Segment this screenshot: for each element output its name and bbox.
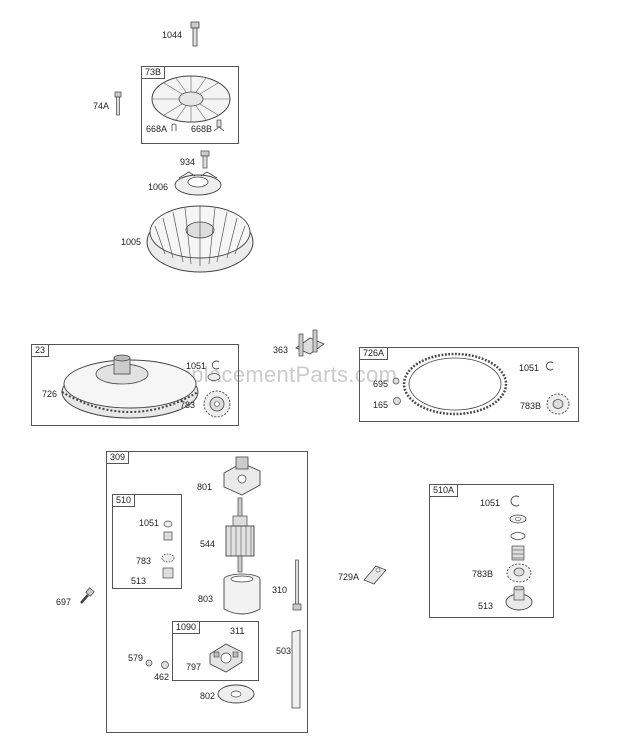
part-label-726: 726 xyxy=(42,389,58,399)
kit-box-73b: 73B xyxy=(141,66,239,144)
part-label-697: 697 xyxy=(56,597,72,607)
pinion-gear-783b-510a-drawing xyxy=(506,563,532,583)
nut-165-drawing xyxy=(393,397,401,405)
kit-tag-726a: 726A xyxy=(360,348,389,360)
part-label-513-box510a: 513 xyxy=(478,601,494,611)
stud-bracket-363-drawing xyxy=(295,329,325,357)
part-label-74a: 74A xyxy=(93,101,110,111)
washer-579-drawing xyxy=(145,659,153,667)
kit-box-726a: 726A xyxy=(359,347,579,422)
fan-retainer-drawing xyxy=(174,171,222,196)
part-label-783b-box510a: 783B xyxy=(472,569,494,579)
flywheel-726-drawing xyxy=(61,354,199,419)
strap-503-drawing xyxy=(291,629,301,709)
pinion-gear-783-drawing xyxy=(203,390,231,418)
part-label-1044: 1044 xyxy=(162,30,183,40)
part-label-797: 797 xyxy=(186,662,202,672)
kit-box-510: 510 xyxy=(112,494,182,589)
kit-tag-510a: 510A xyxy=(430,485,459,497)
part-label-729a: 729A xyxy=(338,572,360,582)
ring-gear-726a-drawing xyxy=(402,352,508,416)
spring-washer-drawing xyxy=(207,373,221,381)
part-label-802: 802 xyxy=(200,691,216,701)
part-label-311: 311 xyxy=(230,626,245,636)
part-label-513-box510: 513 xyxy=(131,576,147,586)
clip-668a-drawing xyxy=(171,123,177,131)
retaining-ring-drawing xyxy=(211,360,220,370)
part-label-783b-box726a: 783B xyxy=(520,401,542,411)
end-cap-802-drawing xyxy=(217,684,255,704)
part-label-579: 579 xyxy=(128,653,144,663)
part-label-165: 165 xyxy=(373,400,389,410)
part-label-668a: 668A xyxy=(146,124,168,134)
part-label-1051-box23: 1051 xyxy=(186,361,207,371)
part-label-934: 934 xyxy=(180,157,196,167)
kit-tag-23: 23 xyxy=(32,345,50,357)
part-label-695: 695 xyxy=(373,379,389,389)
part-label-783-box510: 783 xyxy=(136,556,152,566)
pinion-gear-783b-drawing xyxy=(546,393,570,415)
kit-box-1090: 1090 xyxy=(172,621,259,681)
drive-assembly-510-drawing xyxy=(161,520,175,579)
part-label-503: 503 xyxy=(276,646,292,656)
kit-tag-510: 510 xyxy=(113,495,136,507)
part-label-803: 803 xyxy=(198,594,214,604)
screw-697-drawing xyxy=(80,587,95,604)
kit-box-23: 23 xyxy=(31,344,239,426)
drive-assembly-510a-drawing xyxy=(509,514,527,561)
rotating-screen-drawing xyxy=(151,75,231,123)
part-label-1051-box726a: 1051 xyxy=(519,363,540,373)
part-label-1006: 1006 xyxy=(148,182,169,192)
nut-462-drawing xyxy=(161,661,169,669)
part-label-1051-box510: 1051 xyxy=(139,518,160,528)
part-label-544: 544 xyxy=(200,539,216,549)
brush-plate-1090-drawing xyxy=(209,643,243,673)
housing-803-drawing xyxy=(223,573,261,615)
clutch-513-drawing xyxy=(505,585,533,611)
part-label-668b: 668B xyxy=(191,124,213,134)
kit-tag-309: 309 xyxy=(107,452,130,464)
armature-544-drawing xyxy=(225,497,255,573)
kit-box-309: 309 xyxy=(106,451,308,733)
fan-1005-drawing xyxy=(146,205,254,273)
through-bolt-310-drawing xyxy=(292,559,302,611)
screw-695-drawing xyxy=(392,377,400,385)
clip-668b-drawing xyxy=(213,119,225,132)
bracket-729a-drawing xyxy=(363,565,387,585)
part-label-310: 310 xyxy=(272,585,288,595)
retaining-ring-510a-drawing xyxy=(510,495,520,507)
retaining-ring-726a-drawing xyxy=(545,361,554,371)
part-label-1005: 1005 xyxy=(121,237,142,247)
part-label-1051-box510a: 1051 xyxy=(480,498,501,508)
screw-934-drawing xyxy=(200,150,210,169)
kit-tag-1090: 1090 xyxy=(173,622,201,634)
part-label-801: 801 xyxy=(197,482,213,492)
drive-end-cap-801-drawing xyxy=(223,456,261,496)
part-label-783: 783 xyxy=(180,400,196,410)
bolt-1044-drawing xyxy=(190,21,200,47)
kit-box-510a: 510A xyxy=(429,484,554,618)
part-label-363: 363 xyxy=(273,345,289,355)
bolt-74a-drawing xyxy=(114,91,122,116)
kit-tag-73b: 73B xyxy=(142,67,166,79)
part-label-462: 462 xyxy=(154,672,170,682)
